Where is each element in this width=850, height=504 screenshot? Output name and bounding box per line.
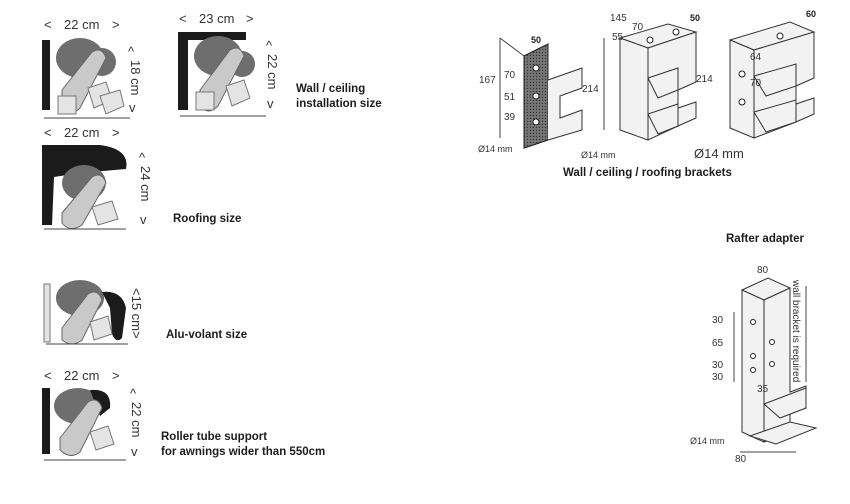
wall-ceiling-caption: Wall / ceiling installation size [296,83,382,110]
dim-arrow-down: v [131,444,138,459]
bracket-2-w2: 70 [632,22,644,33]
alu-volant-profile-icon [43,280,128,345]
dim-arrow-left: < [44,368,52,383]
rafter-d2: 65 [712,338,724,349]
bracket-2-w3: 55 [612,32,624,43]
dim-arrow-up: ^ [266,38,273,53]
bracket-2-top: 50 [690,13,701,23]
roofing-width-label: 22 cm [64,125,100,140]
dim-arrow-up: ^ [139,150,146,165]
dim-arrow-left: < [44,17,52,32]
dim-arrow-left: < [44,125,52,140]
dim-arrow-right: > [112,125,120,140]
rafter-hole: Ø14 mm [690,436,725,446]
dim-arrow-right: > [246,11,254,26]
bracket-2-hole: Ø14 mm [581,150,616,160]
roofing-caption: Roofing size [173,213,242,225]
roofing-awning-profile-icon [42,145,127,230]
rafter-d1: 30 [712,315,724,326]
roller-support-width-label: 22 cm [64,368,100,383]
bracket-3-height: 214 [696,74,713,85]
rafter-adapter-title: Rafter adapter [726,233,804,245]
bracket-1-width: 50 [531,35,542,45]
rafter-top-width: 80 [757,265,769,276]
bracket-2-w1: 145 [610,13,627,24]
roofing-bracket-icon [728,21,816,139]
rafter-bottom-width: 80 [735,454,747,465]
bracket-3-d1: 64 [750,52,762,63]
dim-arrow-right: > [112,368,120,383]
wall-bracket-icon [499,37,583,149]
bracket-1-height: 167 [479,75,496,86]
alu-volant-caption: Alu-volant size [166,329,248,341]
bracket-3-top: 60 [806,9,817,19]
ceiling-bracket-icon [603,23,698,141]
dim-arrow-down: v [267,96,274,111]
rafter-note: wall bracket is required [790,280,801,383]
alu-volant-height-label: <15 cm> [129,288,144,339]
rafter-d4: 30 [712,372,724,383]
brackets-caption: Wall / ceiling / roofing brackets [563,167,732,179]
bracket-2-height: 214 [582,84,599,95]
rafter-adapter-icon [733,277,818,453]
dim-arrow-up: ^ [128,44,135,59]
roller-support-caption: Roller tube support for awnings wider th… [161,431,326,458]
wall-height-label: 18 cm [128,60,143,96]
roofing-height-label: 24 cm [138,166,153,202]
bracket-3-hole: Ø14 mm [694,146,744,161]
dim-arrow-right: > [112,17,120,32]
bracket-1-d2: 51 [504,92,516,103]
dim-arrow-down: v [140,212,147,227]
roller-support-profile-icon [42,388,126,461]
bracket-3-d2: 70 [750,78,762,89]
bracket-1-d3: 39 [504,112,516,123]
rafter-d3: 30 [712,360,724,371]
rafter-d5: 35 [757,384,769,395]
wall-awning-profile-icon [42,38,130,119]
bracket-1-hole: Ø14 mm [478,144,513,154]
bracket-1-d1: 70 [504,70,516,81]
dim-arrow-down: v [129,100,136,115]
roller-support-height-label: 22 cm [129,402,144,438]
dim-arrow-up: ^ [130,386,137,401]
ceiling-height-label: 22 cm [265,54,280,90]
wall-width-label: 22 cm [64,17,100,32]
ceiling-awning-profile-icon [178,32,266,117]
dim-arrow-left: < [179,11,187,26]
ceiling-width-label: 23 cm [199,11,235,26]
